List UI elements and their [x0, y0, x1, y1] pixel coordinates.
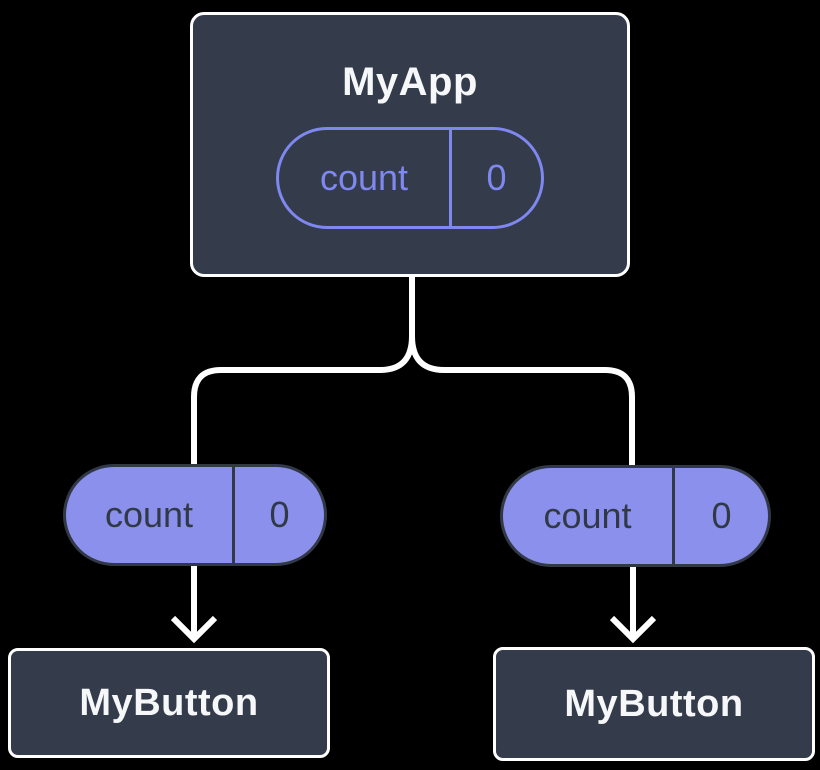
prop-name-label: count — [104, 494, 194, 535]
connector-right-branch — [409, 276, 635, 468]
prop-pill-right: count 0 — [500, 465, 771, 567]
prop-value-label: 0 — [711, 495, 732, 536]
root-component-title: MyApp — [342, 60, 478, 104]
pill-divider — [232, 467, 235, 563]
child-component-title: MyButton — [79, 681, 259, 724]
connector-left-branch — [191, 276, 415, 468]
root-component-node: MyApp count 0 — [190, 12, 630, 277]
pill-divider — [672, 468, 675, 564]
arrow-left-head — [170, 615, 218, 644]
child-component-node-right: MyButton — [493, 647, 815, 761]
pill-divider — [449, 130, 452, 226]
state-value-label: 0 — [486, 157, 507, 198]
arrow-right-head — [609, 615, 657, 644]
state-name-label: count — [319, 157, 409, 198]
prop-pill-left: count 0 — [63, 464, 327, 566]
child-component-title: MyButton — [564, 682, 744, 725]
prop-value-label: 0 — [269, 494, 290, 535]
child-component-node-left: MyButton — [8, 648, 330, 758]
root-state-pill: count 0 — [276, 127, 544, 229]
prop-name-label: count — [543, 495, 632, 536]
